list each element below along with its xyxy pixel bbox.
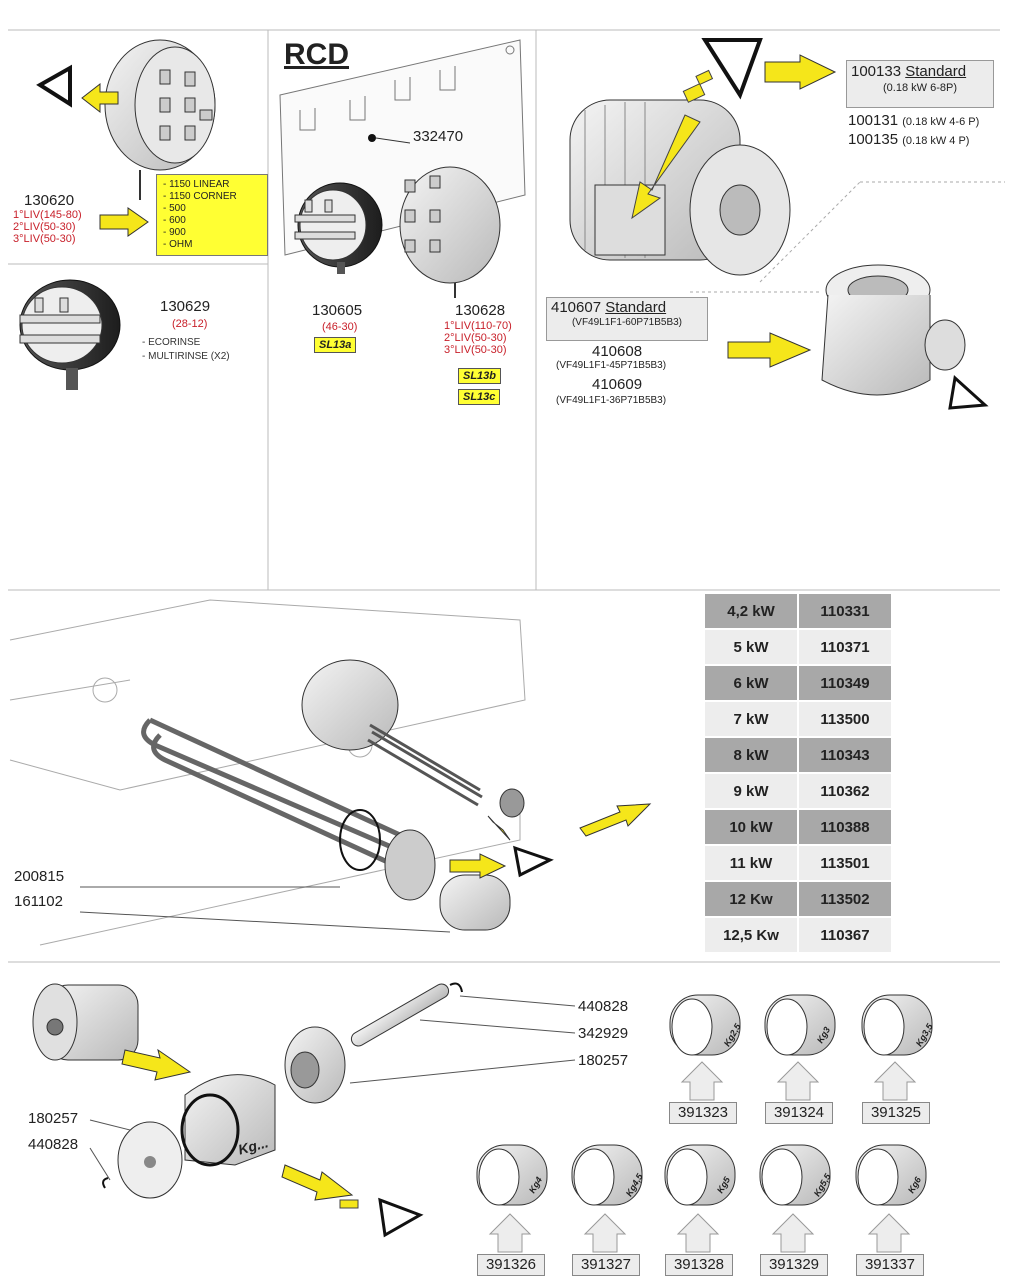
motor-drawing xyxy=(569,38,837,276)
part-number-342929: 342929 xyxy=(578,1025,629,1042)
options-box-130620: - 1150 LINEAR - 1150 CORNER - 500 - 600 … xyxy=(156,174,268,256)
tag-sl13c: SL13c xyxy=(458,389,501,405)
standard-motor-box: 100133 Standard (0.18 kW 6-8P) xyxy=(846,60,994,108)
section-dividers xyxy=(8,29,1000,963)
spec-100133: (0.18 kW 6-8P) xyxy=(883,82,957,94)
pressure-levels-130620: 1°LIV(145-80) 2°LIV(50-30) 3°LIV(50-30) xyxy=(13,209,82,245)
weight-code-391328: 391328 xyxy=(665,1254,733,1276)
part-number-130605: 130605 xyxy=(312,302,363,319)
standard-label: Standard xyxy=(905,63,967,80)
spec-410609: (VF49L1F1-36P71B5B3) xyxy=(556,395,667,406)
pressure-switch-130629-drawing xyxy=(19,279,121,390)
section-title-rcd: RCD xyxy=(284,38,349,71)
weight-sleeves-drawing xyxy=(476,994,933,1206)
part-number-332470: 332470 xyxy=(413,128,464,145)
option-line: - 1150 LINEAR xyxy=(163,179,230,190)
pressure-switch-130628-drawing xyxy=(399,166,501,298)
tank-outline-drawing xyxy=(9,599,526,946)
roller-drawing xyxy=(32,982,463,1238)
standard-gearbox-box: 410607 Standard (VF49L1F1-60P71B5B3) xyxy=(546,297,708,341)
weight-code-391329: 391329 xyxy=(760,1254,828,1276)
gearbox-drawing xyxy=(727,264,989,410)
part-number-410607: 410607 xyxy=(551,299,602,316)
weight-pointer-arrows xyxy=(488,1061,917,1253)
motor-100131: 100131 (0.18 kW 4-6 P) xyxy=(848,112,980,129)
option-line: - 500 xyxy=(163,203,186,214)
part-number-200815: 200815 xyxy=(14,868,65,885)
option-line: - 900 xyxy=(163,227,186,238)
part-332470-dot xyxy=(368,134,376,142)
option-line: - 1150 CORNER xyxy=(163,191,237,202)
part-number-410608: 410608 xyxy=(592,343,643,360)
part-number-440828-top: 440828 xyxy=(578,998,629,1015)
part-number-180257-left: 180257 xyxy=(28,1110,79,1127)
tag-sl13b: SL13b xyxy=(458,368,502,384)
weight-code-391337: 391337 xyxy=(856,1254,924,1276)
part-number-130628: 130628 xyxy=(455,302,506,319)
standard-label: Standard xyxy=(605,299,667,316)
part-number-410609: 410609 xyxy=(592,376,643,393)
motor-100135: 100135 (0.18 kW 4 P) xyxy=(848,131,970,148)
part-number-440828-left: 440828 xyxy=(28,1136,79,1153)
pressure-range-130629: (28-12) xyxy=(172,318,208,330)
spec-410608: (VF49L1F1-45P71B5B3) xyxy=(556,360,667,371)
weight-code-391324: 391324 xyxy=(765,1102,833,1124)
pressure-levels-130628: 1°LIV(110-70) 2°LIV(50-30) 3°LIV(50-30) xyxy=(444,320,512,356)
part-number-180257-top: 180257 xyxy=(578,1052,629,1069)
part-number-161102: 161102 xyxy=(14,893,63,910)
yellow-arrow-icon xyxy=(99,207,149,237)
pressure-switch-130605-drawing xyxy=(294,182,383,274)
option-line: - 600 xyxy=(163,215,186,226)
notes-130629: - ECORINSE - MULTIRINSE (X2) xyxy=(142,337,230,362)
option-line: - OHM xyxy=(163,239,193,250)
pressure-range-130605: (46-30) xyxy=(322,321,358,333)
part-number-130629: 130629 xyxy=(160,298,211,315)
part-number-100133: 100133 xyxy=(851,63,902,80)
heating-element-drawing xyxy=(141,659,652,931)
part-number-130620: 130620 xyxy=(24,192,75,209)
pressure-switch-130620-drawing xyxy=(36,39,216,200)
weight-code-391323: 391323 xyxy=(669,1102,737,1124)
weight-code-391325: 391325 xyxy=(862,1102,930,1124)
spec-410607: (VF49L1F1-60P71B5B3) xyxy=(571,317,683,328)
weight-code-391327: 391327 xyxy=(572,1254,640,1276)
tag-sl13a: SL13a xyxy=(314,337,357,353)
weight-code-391326: 391326 xyxy=(477,1254,545,1276)
